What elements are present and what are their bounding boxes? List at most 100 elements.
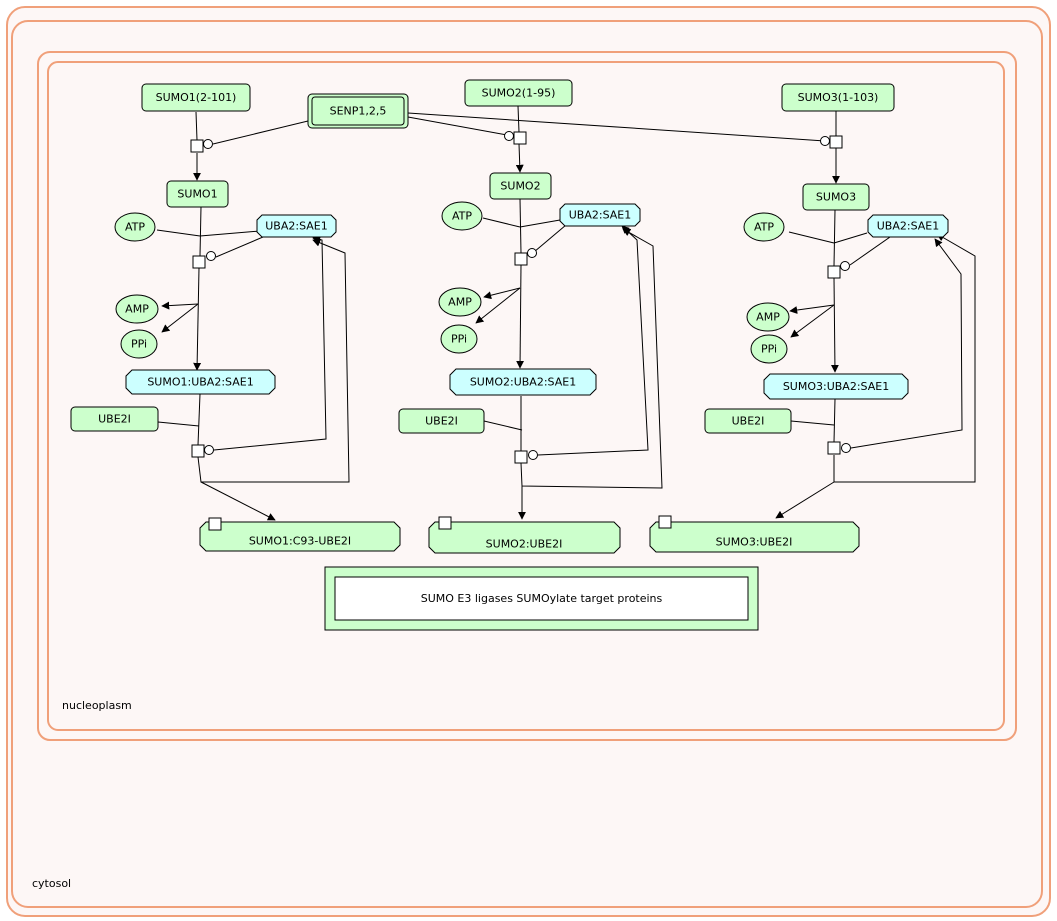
edge	[483, 420, 523, 431]
entity-amp-2[interactable]: AMP	[438, 287, 482, 317]
amp-label: AMP	[448, 296, 472, 309]
state-box	[208, 517, 222, 531]
entity-sumo2[interactable]: SUMO2	[489, 172, 552, 200]
edge	[533, 224, 567, 253]
edge	[833, 232, 868, 244]
sumo3-precursor-label: SUMO3(1-103)	[798, 91, 879, 104]
edge	[215, 236, 264, 258]
edge	[519, 219, 561, 228]
reaction-node[interactable]	[513, 131, 527, 145]
edge	[849, 236, 891, 266]
entity-atp-1[interactable]: ATP	[114, 212, 156, 242]
reaction-node[interactable]	[514, 252, 528, 266]
atp-label: ATP	[452, 210, 472, 223]
reaction-node[interactable]	[514, 450, 528, 464]
senp-label: SENP1,2,5	[330, 105, 387, 118]
catalyst-circle	[204, 445, 214, 455]
entity-sumo2-precursor[interactable]: SUMO2(1-95)	[464, 79, 573, 107]
edge	[833, 233, 976, 483]
state-box	[658, 515, 672, 529]
uba2-sae1-label: UBA2:SAE1	[877, 220, 940, 233]
edge	[195, 111, 198, 141]
entity-sumo1-ube2i[interactable]: SUMO1:C93-UBE2I	[199, 517, 401, 552]
atp-label: ATP	[125, 221, 145, 234]
entity-sumo3-uba2-sae1[interactable]: SUMO3:UBA2:SAE1	[763, 373, 909, 400]
edge	[789, 304, 835, 314]
compartment-nucleoplasm[interactable]: nucleoplasm	[37, 51, 1017, 741]
entity-uba2-sae1-3[interactable]: UBA2:SAE1	[867, 214, 949, 238]
amp-label: AMP	[125, 303, 149, 316]
senp-catalysis-edge-2	[407, 116, 508, 136]
entity-sumo2-ube2i[interactable]: SUMO2:UBE2I	[428, 516, 621, 554]
sumo1-ube2i-label: SUMO1:C93-UBE2I	[249, 535, 351, 548]
edge	[200, 481, 276, 521]
reaction-node[interactable]	[191, 444, 205, 458]
entity-senp[interactable]: SENP1,2,5	[307, 93, 409, 129]
reaction-node[interactable]	[829, 135, 843, 149]
entity-ppi-1[interactable]: PPi	[120, 329, 158, 359]
edge	[475, 287, 521, 324]
cytosol-label: cytosol	[32, 877, 71, 890]
entity-sumo1-uba2-sae1[interactable]: SUMO1:UBA2:SAE1	[125, 369, 276, 395]
entity-ppi-3[interactable]: PPi	[750, 334, 788, 364]
sumo2-label: SUMO2	[500, 180, 540, 193]
compartment-cytosol[interactable]: cytosol	[6, 6, 1051, 917]
atp-label: ATP	[754, 221, 774, 234]
sumo2-ube2i-label: SUMO2:UBE2I	[486, 538, 563, 551]
catalyst-circle	[203, 139, 213, 149]
edge	[517, 105, 520, 133]
edge	[516, 264, 525, 369]
entity-sumo2-uba2-sae1[interactable]: SUMO2:UBA2:SAE1	[449, 368, 597, 396]
ube2i-label: UBE2I	[98, 413, 131, 426]
sumo1-uba2-sae1-label: SUMO1:UBA2:SAE1	[147, 376, 253, 389]
catalyst-circle	[841, 443, 851, 453]
uba2-sae1-label: UBA2:SAE1	[569, 209, 632, 222]
reaction-node[interactable]	[192, 255, 206, 269]
sumo3-uba2-sae1-label: SUMO3:UBA2:SAE1	[783, 380, 889, 393]
entity-uba2-sae1-1[interactable]: UBA2:SAE1	[256, 214, 337, 238]
edge	[850, 238, 963, 449]
entity-sumo1[interactable]: SUMO1	[166, 180, 229, 208]
edge	[193, 267, 202, 371]
entity-ube2i-1[interactable]: UBE2I	[70, 406, 159, 432]
entity-amp-1[interactable]: AMP	[115, 294, 159, 324]
edge	[520, 228, 663, 489]
edge	[833, 398, 836, 443]
senp-catalysis-edge-1	[212, 120, 309, 145]
edge	[788, 231, 835, 244]
ppi-label: PPi	[131, 338, 147, 351]
entity-atp-3[interactable]: ATP	[743, 212, 785, 242]
edge	[775, 481, 835, 519]
ppi-label: PPi	[761, 343, 777, 356]
edge	[197, 239, 350, 483]
reaction-node[interactable]	[827, 265, 841, 279]
edge	[519, 198, 522, 254]
edge	[197, 393, 201, 446]
entity-atp-2[interactable]: ATP	[441, 201, 483, 231]
edge	[830, 277, 839, 373]
entity-ppi-2[interactable]: PPi	[440, 324, 478, 354]
ube2i-label: UBE2I	[732, 415, 765, 428]
pathway-link-label: SUMO E3 ligases SUMOylate target protein…	[421, 592, 663, 605]
pathway-link-sumo-e3-ligases[interactable]: SUMO E3 ligases SUMOylate target protein…	[324, 566, 759, 631]
sumo3-ube2i-label: SUMO3:UBE2I	[716, 536, 793, 549]
entity-amp-3[interactable]: AMP	[746, 302, 790, 332]
senp-catalysis-edge-3	[407, 112, 826, 142]
reaction-node[interactable]	[190, 139, 204, 153]
edge	[199, 206, 202, 257]
entity-sumo3-ube2i[interactable]: SUMO3:UBE2I	[649, 515, 860, 553]
entity-uba2-sae1-2[interactable]: UBA2:SAE1	[559, 203, 641, 227]
edge	[515, 143, 524, 173]
reaction-node[interactable]	[827, 441, 841, 455]
entity-sumo3[interactable]: SUMO3	[802, 183, 870, 211]
sumo3-label: SUMO3	[816, 191, 856, 204]
entity-sumo1-precursor[interactable]: SUMO1(2-101)	[141, 83, 251, 112]
state-box	[438, 516, 452, 530]
entity-ube2i-2[interactable]: UBE2I	[398, 408, 485, 434]
edge	[199, 230, 261, 237]
edge	[790, 420, 835, 426]
edge	[833, 209, 836, 267]
entity-sumo3-precursor[interactable]: SUMO3(1-103)	[781, 83, 895, 112]
entity-ube2i-3[interactable]: UBE2I	[704, 408, 792, 434]
